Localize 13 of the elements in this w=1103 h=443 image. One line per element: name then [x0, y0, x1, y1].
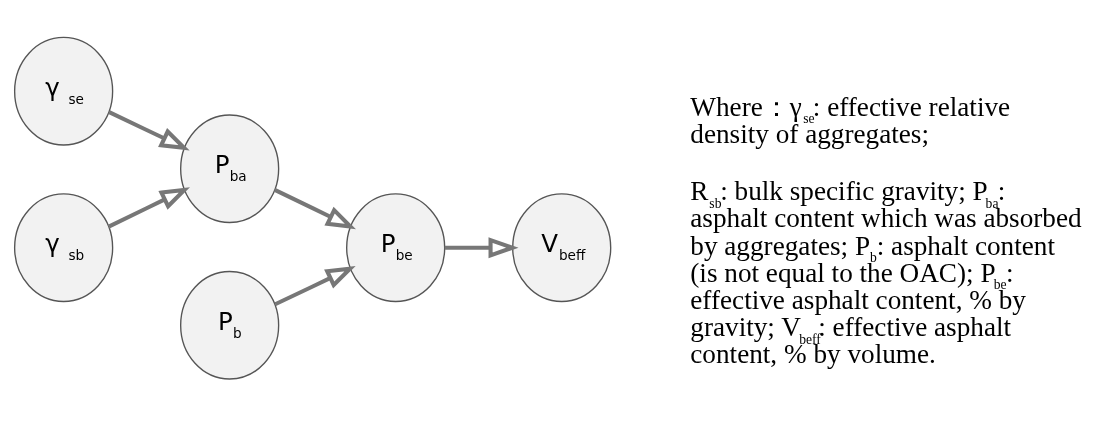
label: R$_{sb}$: bulk specific gravity; P$_{ba}$: asphalt content which was absorbed by aggregates; P$_{b}$: asphalt content (is not equal to the OAC); P$_{be}$: effective asphalt content, % by gravity; V$_{beff}$: effective asphalt content, % by volume.	[690, 176, 1082, 370]
node-circle: V$_{beff}$	[512, 193, 612, 303]
arrow	[444, 237, 519, 259]
node-circle: P$_{b}$	[180, 270, 280, 380]
arrow	[107, 187, 190, 229]
arrow	[108, 110, 190, 151]
arrow	[273, 188, 356, 230]
node-circle: γ $_{se}$	[13, 36, 114, 146]
node-circle: γ $_{sb}$	[13, 193, 114, 303]
node-circle: P$_{ba}$	[180, 114, 280, 224]
arrow	[274, 266, 356, 307]
node-circle: P$_{be}$	[346, 193, 446, 303]
label: Where：γ$_{se}$: effective relative density of aggregates;	[690, 91, 1011, 149]
